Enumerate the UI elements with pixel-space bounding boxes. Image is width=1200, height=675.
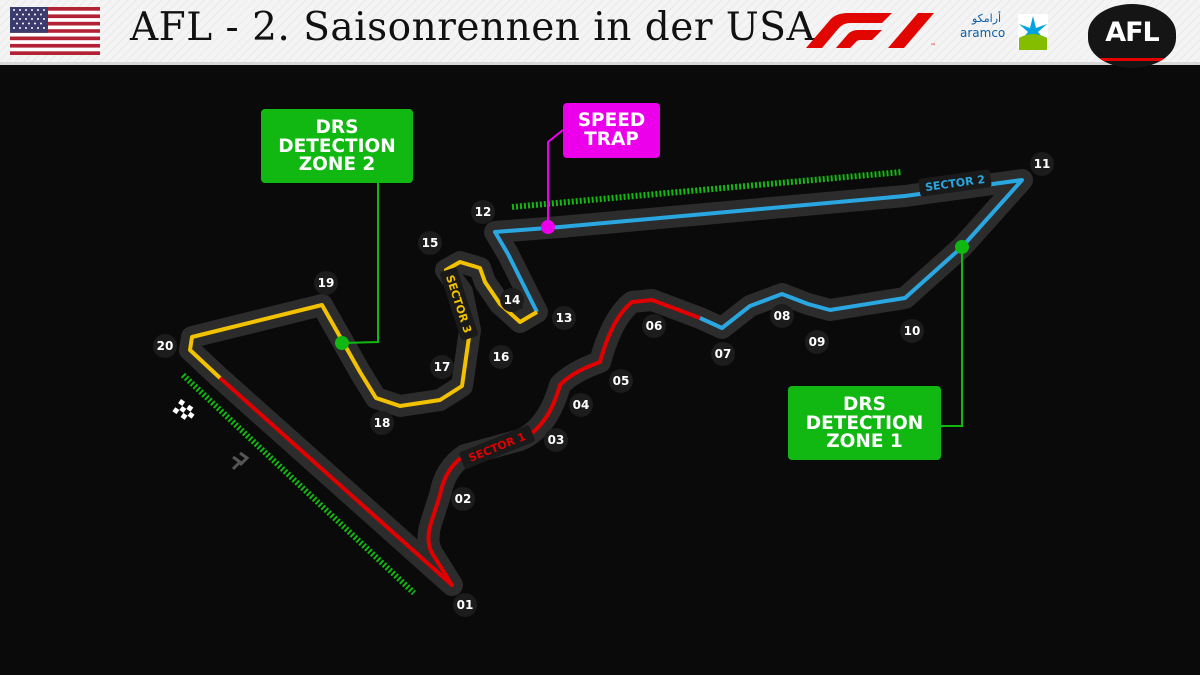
drs-zone-1-line-2: DETECTION: [805, 412, 924, 434]
aramco-arabic-text: أرامكو: [972, 12, 1002, 25]
drs-zone-2-line-2: DETECTION: [278, 135, 396, 157]
drs-connector-2: [342, 182, 379, 344]
drs-detection-zone-2-box: DRS DETECTION ZONE 2: [261, 109, 413, 183]
sector1-line: [218, 298, 701, 587]
turn-label: 09: [809, 335, 826, 349]
turn-marker: [770, 304, 794, 328]
turn-marker: [711, 342, 735, 366]
drs-zone-2-line-3: ZONE 2: [298, 154, 376, 175]
turn-marker: [642, 314, 666, 338]
circuit-map: SECTOR 1 SECTOR 2 SECTOR 3: [153, 129, 1054, 617]
drs-zone-1-line-3: ZONE 1: [826, 431, 903, 452]
drs-zone-main-straight: [180, 372, 417, 596]
drs-zone-2-line-1: DRS: [315, 117, 359, 138]
drs-zone-1-line-1: DRS: [843, 394, 886, 415]
turn-marker: [314, 271, 338, 295]
turn-marker: [489, 345, 513, 369]
speed-trap-connector: [547, 129, 564, 227]
turn-label: 12: [475, 205, 492, 219]
sector3-line: [188, 260, 539, 408]
turn-marker: [805, 330, 829, 354]
speed-trap-line-1: SPEED: [577, 110, 646, 131]
turn-marker: [153, 334, 177, 358]
header-bar: AFL - 2. Saisonrennen in der USA ™ أرامك…: [0, 0, 1200, 68]
turn-label: 15: [422, 236, 439, 250]
turn-marker: [418, 231, 442, 255]
turn-label: 13: [556, 311, 573, 325]
afl-badge-stripe: [1098, 58, 1166, 61]
afl-badge-text: AFL: [1105, 17, 1160, 48]
turn-marker: [552, 306, 576, 330]
turn-marker: [500, 288, 524, 312]
chequered-flag-icon: [172, 399, 195, 420]
turn-markers: [153, 152, 1054, 617]
drs-detection-point-2: [335, 336, 349, 350]
turn-label: 08: [774, 309, 791, 323]
turn-label: 17: [434, 360, 451, 374]
aramco-logo: أرامكو aramco: [960, 8, 1055, 56]
turn-label: 03: [548, 433, 565, 447]
turn-marker: [569, 393, 593, 417]
usa-flag-icon: [10, 7, 100, 55]
f1-logo-icon: ™: [806, 13, 936, 50]
turn-label: 06: [646, 319, 663, 333]
turn-marker: [609, 369, 633, 393]
turn-marker: [370, 411, 394, 435]
turn-label: 02: [455, 492, 472, 506]
turn-label: 19: [318, 276, 335, 290]
turn-marker: [544, 428, 568, 452]
afl-badge: AFL: [1088, 4, 1176, 68]
turn-label: 05: [613, 374, 630, 388]
turn-marker: [430, 355, 454, 379]
drs-detection-zone-1-box: DRS DETECTION ZONE 1: [788, 386, 941, 460]
speed-trap-line-2: TRAP: [584, 128, 639, 150]
turn-label: 18: [374, 416, 391, 430]
turn-label: 11: [1034, 157, 1051, 171]
turn-label: 07: [715, 347, 732, 361]
direction-arrow-icon: [231, 451, 250, 471]
turn-label: 20: [157, 339, 174, 353]
turn-label: 14: [504, 293, 521, 307]
turn-label: 10: [904, 324, 921, 338]
aramco-star-icon: [1018, 14, 1048, 50]
turn-marker: [1030, 152, 1054, 176]
drs-detection-point-1: [955, 240, 969, 254]
turn-marker: [453, 593, 477, 617]
speed-trap-box: SPEED TRAP: [563, 103, 660, 158]
turn-marker: [451, 487, 475, 511]
speed-trap-point: [541, 220, 555, 234]
turn-label: 16: [493, 350, 510, 364]
turn-label: 01: [457, 598, 474, 612]
track-outline: [179, 169, 1033, 596]
drs-zone-back-straight: [511, 169, 903, 210]
page-title: AFL - 2. Saisonrennen in der USA: [130, 5, 816, 50]
drs-connector-1: [941, 247, 963, 427]
turn-marker: [900, 319, 924, 343]
aramco-latin-text: aramco: [960, 26, 1006, 40]
turn-marker: [471, 200, 495, 224]
sector2-label-group: SECTOR 2: [918, 169, 992, 197]
svg-text:™: ™: [930, 43, 936, 50]
turn-label: 04: [573, 398, 590, 412]
sector2-line: [493, 178, 1024, 330]
